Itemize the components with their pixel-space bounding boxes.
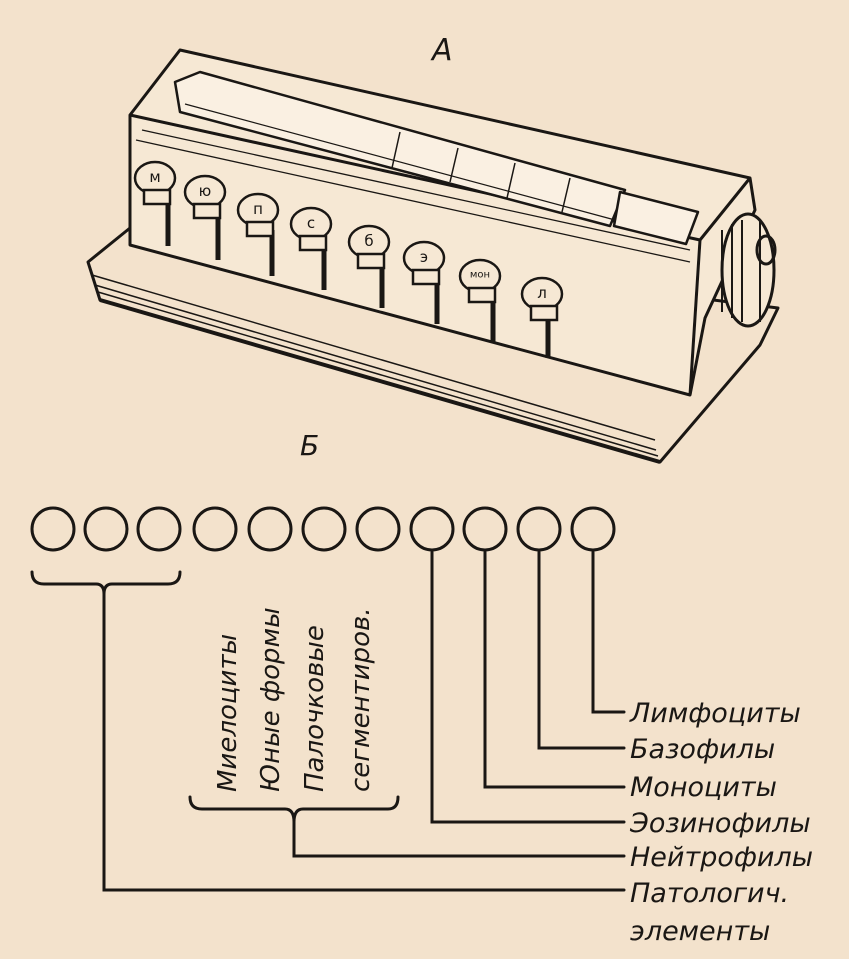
key-4[interactable]: б — [347, 224, 391, 308]
blood-cell-counter-device — [86, 48, 780, 464]
counter-circles — [30, 506, 616, 552]
label-segmented: сегментиров. — [346, 607, 376, 792]
circle-8 — [409, 506, 455, 552]
key-5[interactable]: э — [402, 240, 446, 324]
pathological-bracket — [30, 570, 182, 595]
key-row: м ю п с б э мон л — [133, 160, 564, 358]
lymphocyte-leader — [591, 550, 626, 714]
svg-text:э: э — [420, 248, 428, 266]
label-eosinophils: Эозинофилы — [630, 808, 811, 839]
part-b-label: Б — [300, 429, 320, 462]
svg-text:п: п — [253, 200, 263, 218]
label-pathological: Патологич. — [630, 878, 790, 909]
circle-2 — [83, 506, 129, 552]
basophil-leader — [537, 550, 626, 750]
circle-11 — [570, 506, 616, 552]
key-1[interactable]: ю — [183, 174, 227, 260]
label-myelocytes: Миелоциты — [213, 633, 243, 792]
label-monocytes: Моноциты — [630, 772, 777, 803]
circle-6 — [301, 506, 347, 552]
label-young-forms: Юные формы — [256, 607, 286, 792]
label-band-forms: Палочковые — [300, 625, 330, 792]
key-3[interactable]: с — [289, 206, 333, 290]
circle-5 — [247, 506, 293, 552]
monocyte-leader — [483, 550, 626, 789]
circle-4 — [192, 506, 238, 552]
neutrophil-bracket — [188, 795, 400, 823]
svg-text:б: б — [364, 232, 373, 250]
reset-wheel — [720, 212, 776, 328]
circle-7 — [355, 506, 401, 552]
key-6[interactable]: мон — [458, 258, 502, 342]
svg-text:с: с — [307, 214, 315, 232]
svg-text:мон: мон — [470, 270, 490, 281]
leader-lines — [30, 550, 626, 892]
circle-10 — [516, 506, 562, 552]
eosinophil-leader — [430, 550, 626, 824]
total-window — [612, 190, 700, 246]
label-elements: элементы — [630, 916, 771, 947]
svg-text:л: л — [537, 284, 547, 302]
neutrophil-leader — [292, 820, 626, 858]
svg-text:ю: ю — [199, 182, 212, 200]
key-2[interactable]: п — [236, 192, 280, 276]
key-0[interactable]: м — [133, 160, 177, 246]
key-7[interactable]: л — [520, 276, 564, 358]
label-basophils: Базофилы — [630, 734, 776, 765]
pathological-leader — [102, 592, 626, 892]
circle-9 — [462, 506, 508, 552]
circle-3 — [136, 506, 182, 552]
svg-text:м: м — [149, 168, 160, 186]
label-neutrophils: Нейтрофилы — [630, 842, 814, 873]
circle-1 — [30, 506, 76, 552]
label-lymphocytes: Лимфоциты — [630, 698, 801, 729]
part-a-label: А — [432, 33, 453, 68]
